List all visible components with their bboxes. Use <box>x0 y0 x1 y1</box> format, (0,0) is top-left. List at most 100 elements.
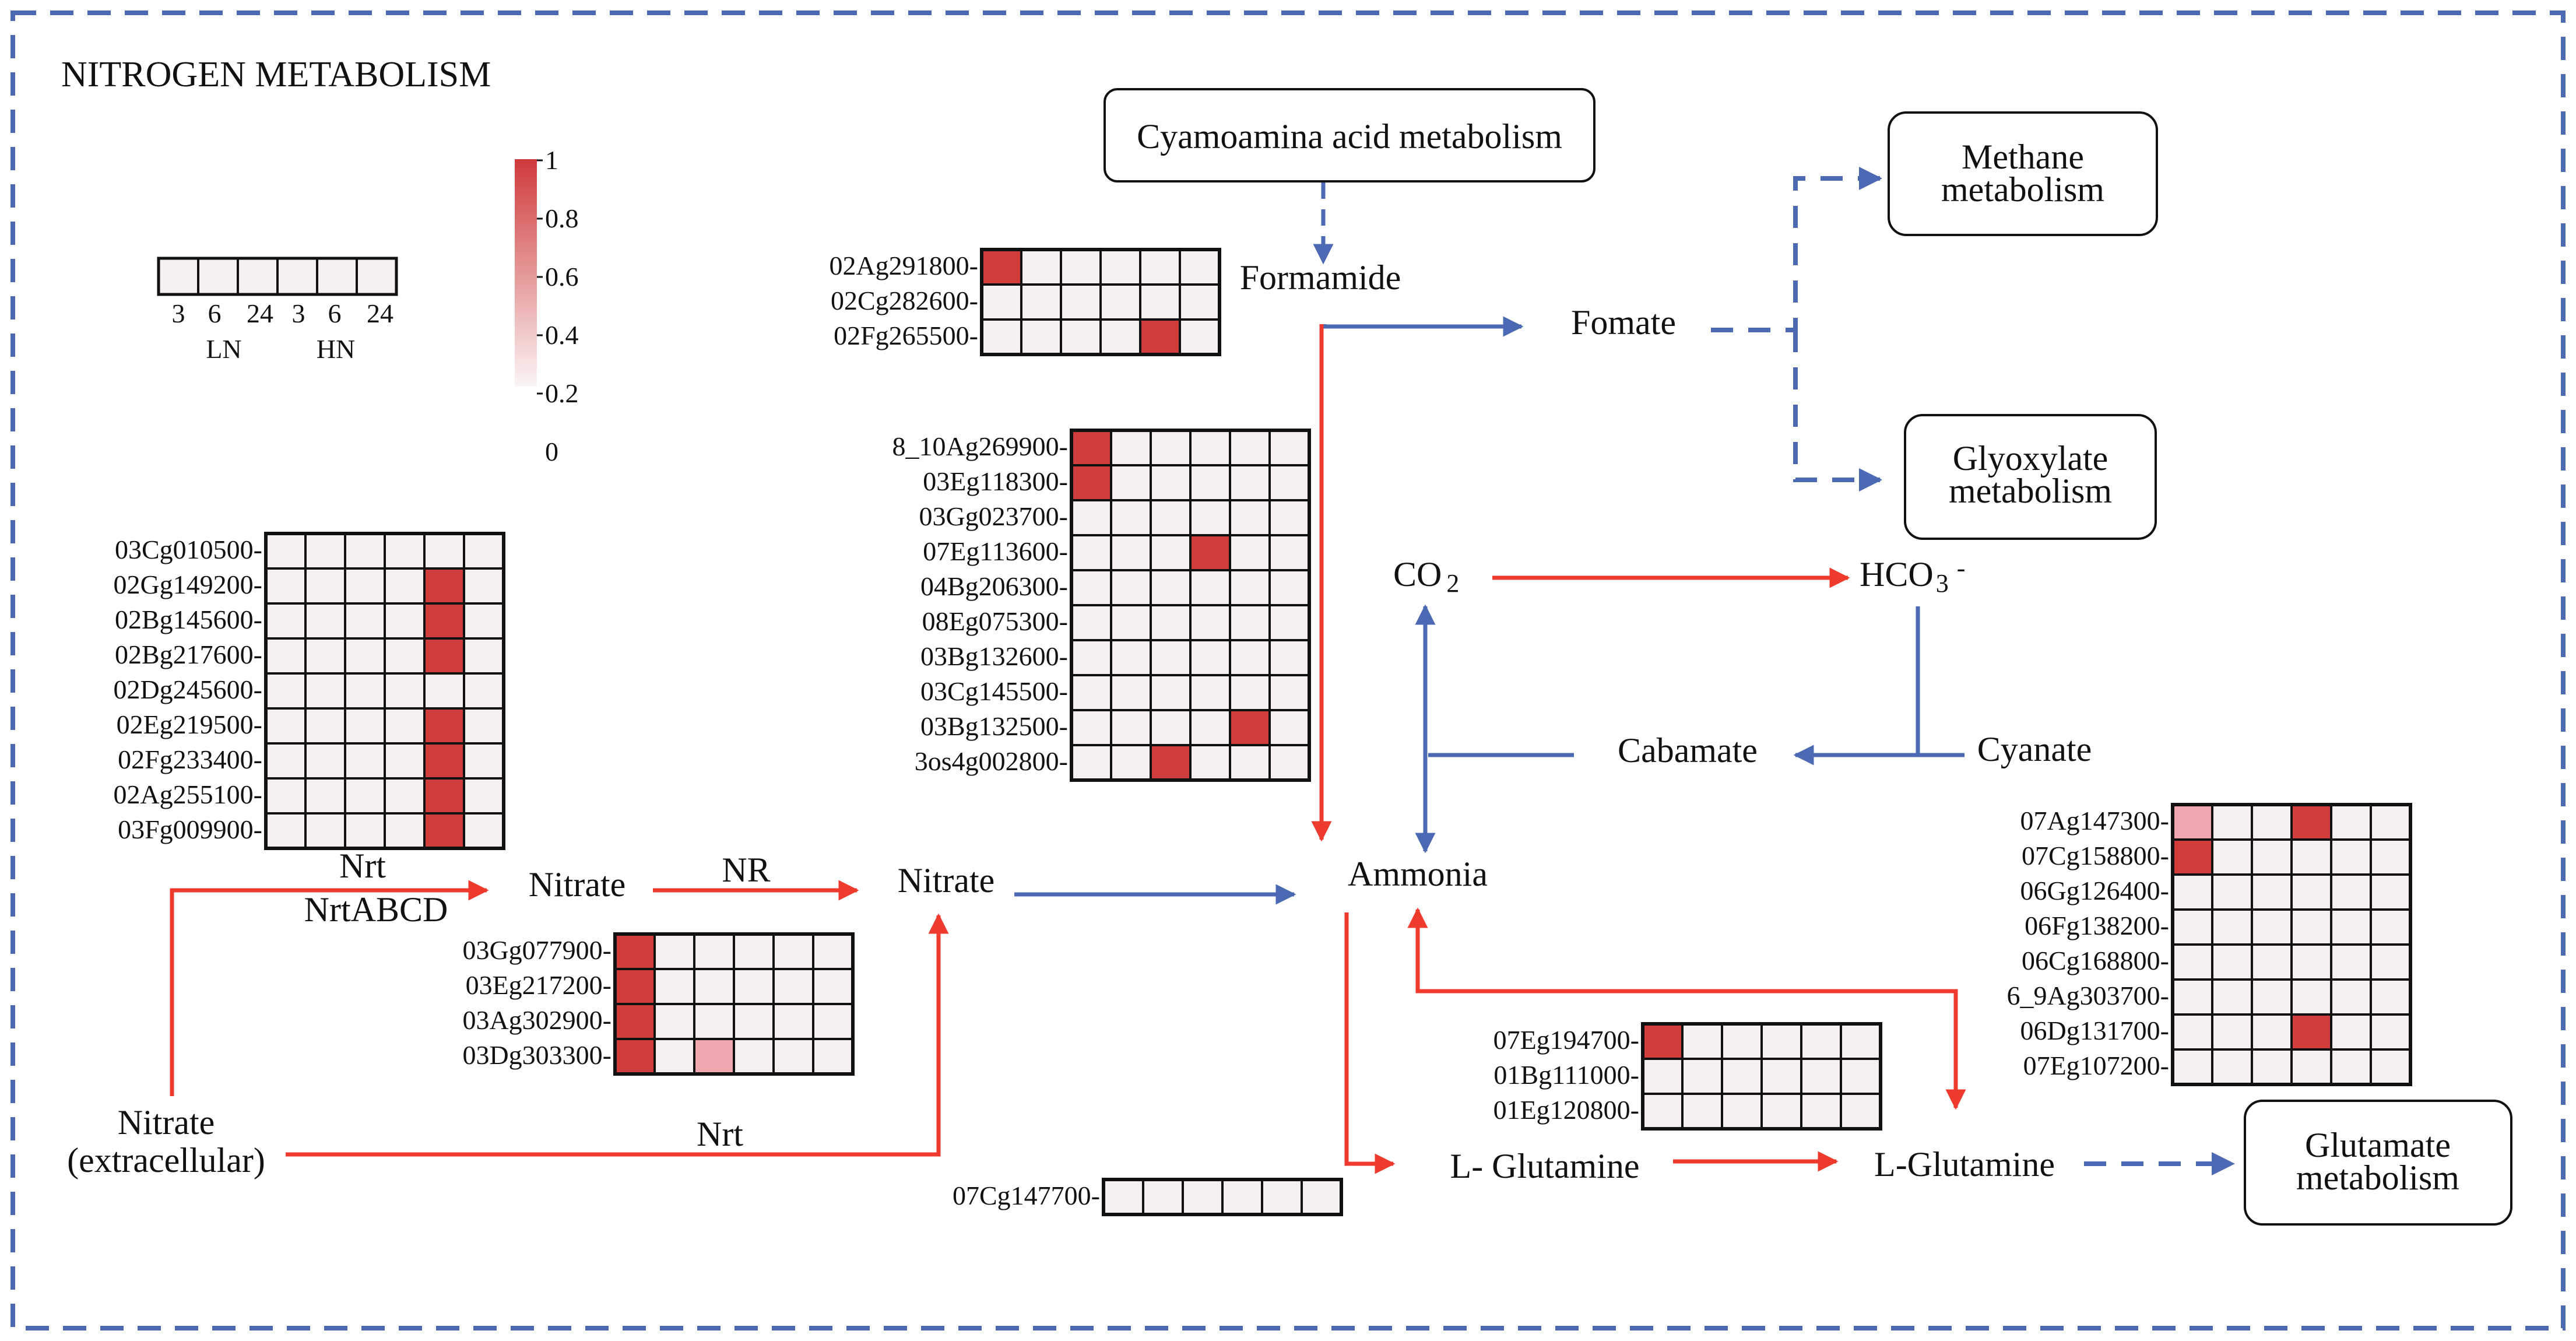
heatmap-cell <box>1179 283 1221 321</box>
heatmap-cell <box>2330 803 2372 841</box>
heatmap-cell <box>1020 318 1062 356</box>
heatmap-cell <box>1099 318 1141 356</box>
heatmap-cell <box>1229 534 1271 571</box>
heatmap-cell <box>772 1003 814 1040</box>
heatmap-cell <box>2370 1013 2412 1051</box>
heatmap-cell <box>1760 1023 1802 1060</box>
legend-group-ln: LN <box>206 334 241 364</box>
heatmap-cell <box>463 532 505 570</box>
heatmap-cell <box>812 1003 854 1040</box>
heatmap-cell <box>1760 1058 1802 1095</box>
arrow-fomate-glyoxylate <box>1793 330 1882 492</box>
heatmap-cell <box>1189 499 1231 536</box>
legend: 3 6 24 3 6 24 LN HN 1 0.8 0.6 0.4 0.2 0 <box>157 145 579 466</box>
heatmap-cell <box>2211 803 2253 841</box>
heatmap-cell <box>2370 908 2412 946</box>
legend-group-hn: HN <box>317 334 355 364</box>
heatmap-cell <box>2251 838 2293 876</box>
heatmap-cell <box>2251 943 2293 981</box>
heatmap-cell <box>344 567 386 605</box>
heatmap-cell <box>1189 534 1231 571</box>
heatmap-cell <box>2330 908 2372 946</box>
scale-label-1: 1 <box>545 145 558 175</box>
glutamate-label-2: metabolism <box>2296 1159 2459 1197</box>
gene-label: 03Cg010500- <box>115 535 262 564</box>
heatmap-cell <box>981 283 1022 321</box>
heatmap-cell <box>772 1038 814 1075</box>
legend-time-6: 24 <box>367 299 393 328</box>
heatmap-cell <box>693 968 735 1005</box>
heatmap-cell <box>1760 1093 1802 1130</box>
heatmap-cell <box>265 532 307 570</box>
heatmap-cell <box>463 602 505 640</box>
hco3-label: HCO3- <box>1860 554 1965 598</box>
heatmap-cell <box>265 777 307 815</box>
heatmap-cell <box>2290 978 2332 1016</box>
heatmap-cell <box>1229 639 1271 676</box>
heatmap-cell <box>344 672 386 710</box>
heatmap-cell <box>2211 873 2253 911</box>
gene-label: 07Ag147300- <box>2020 806 2169 836</box>
scale-label-0-2: 0.2 <box>545 378 579 408</box>
heatmap-cell <box>304 637 346 675</box>
heatmap-cell <box>344 742 386 780</box>
heatmap-cell <box>463 742 505 780</box>
heatmap-cell <box>384 567 426 605</box>
heatmap-cell <box>1060 318 1102 356</box>
heatmap-cell <box>2251 803 2293 841</box>
gene-label: 6_9Ag303700- <box>2006 981 2169 1010</box>
heatmap-cell <box>1110 429 1152 466</box>
heatmap-cell <box>1070 674 1112 711</box>
gene-label: 03Eg217200- <box>466 970 612 1000</box>
gene-label: 06Fg138200- <box>2025 911 2169 940</box>
heatmap-cell <box>1268 569 1310 606</box>
heatmap-cell <box>2211 1048 2253 1086</box>
heatmap-cell <box>1268 534 1310 571</box>
heatmap-cell <box>2330 943 2372 981</box>
heatmap-cell <box>733 968 775 1005</box>
gene-label: 02Fg265500- <box>834 321 978 350</box>
glutamate-box <box>2244 1100 2512 1226</box>
heatmap-cell <box>693 933 735 970</box>
heatmap-cell <box>1099 248 1141 286</box>
heatmap-cell <box>1189 429 1231 466</box>
nitrate-ext-label-1: Nitrate <box>118 1103 215 1142</box>
heatmap-cell <box>384 707 426 745</box>
heatmap-cell <box>463 707 505 745</box>
heatmap-cell <box>614 1003 656 1040</box>
heatmap-cell <box>384 532 426 570</box>
heatmap-cell <box>463 672 505 710</box>
scale-label-0: 0 <box>545 437 558 466</box>
heatmap-cell <box>1189 709 1231 746</box>
heatmap-cell <box>812 1038 854 1075</box>
heatmap-cell <box>1840 1023 1882 1060</box>
heatmap-cell <box>2211 1013 2253 1051</box>
heatmap-cell <box>1268 604 1310 641</box>
gene-label: 03Fg009900- <box>118 815 262 844</box>
heatmap-cell <box>693 1003 735 1040</box>
gene-label: 07Eg107200- <box>2023 1051 2169 1080</box>
ammonia-label: Ammonia <box>1348 855 1488 893</box>
gene-label: 03Ag302900- <box>462 1005 612 1035</box>
heatmap-cell <box>1189 674 1231 711</box>
heatmap-cell <box>2251 978 2293 1016</box>
heatmap-cell <box>1221 1178 1263 1216</box>
heatmap-cell <box>423 812 465 849</box>
heatmap-cell <box>1179 318 1221 356</box>
heatmap-cell <box>1229 569 1271 606</box>
heatmap-cell <box>1229 429 1271 466</box>
heatmap-cell <box>772 933 814 970</box>
heatmap-cell <box>344 637 386 675</box>
methane-label-2: metabolism <box>1941 170 2104 209</box>
heatmap-cell <box>463 567 505 605</box>
heatmap-cell <box>1150 534 1192 571</box>
heatmap-nr: 03Gg077900-03Eg217200-03Ag302900-03Dg303… <box>462 932 855 1076</box>
gene-label: 01Bg111000- <box>1493 1060 1639 1090</box>
heatmap-cell <box>1642 1023 1684 1060</box>
heatmap-cell <box>1150 639 1192 676</box>
heatmap-cell <box>344 777 386 815</box>
gene-label: 07Eg194700- <box>1493 1025 1639 1055</box>
heatmap-cell <box>423 707 465 745</box>
arrow-ext-nitrate-mid <box>286 913 949 1157</box>
